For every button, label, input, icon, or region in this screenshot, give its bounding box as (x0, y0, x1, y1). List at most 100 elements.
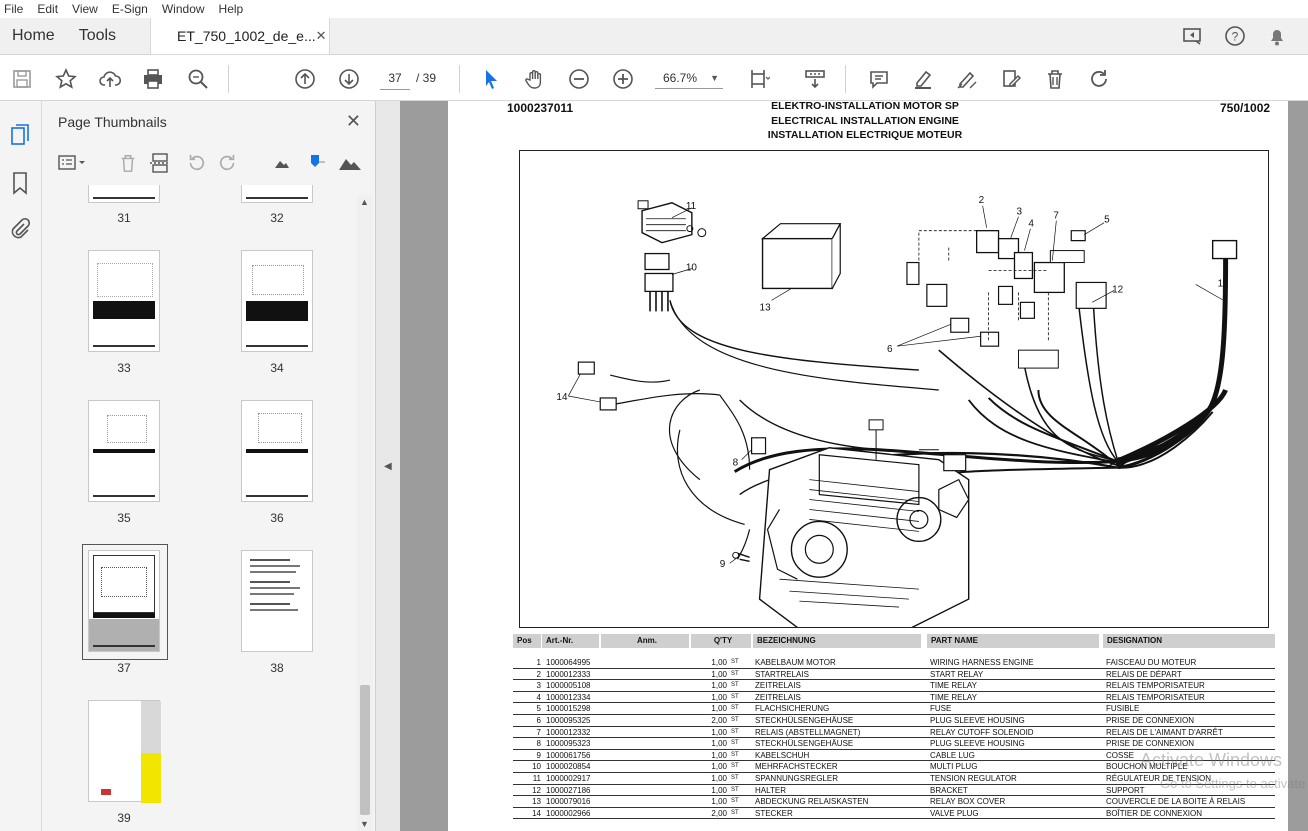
cell-art: 1000002966 (546, 808, 591, 818)
cell-fr: RÉGULATEUR DE TENSION (1106, 774, 1212, 783)
thumbnail-page-37[interactable] (88, 550, 160, 652)
upload-cloud-icon[interactable] (97, 66, 123, 92)
cell-art: 1000020854 (546, 762, 591, 772)
cell-fr: BOUCHON MULTIPLE (1106, 762, 1188, 772)
thumbnail-size-slider[interactable] (304, 151, 328, 175)
previous-page-icon[interactable] (292, 66, 318, 92)
bell-icon[interactable] (1266, 25, 1288, 47)
svg-text:?: ? (1232, 30, 1239, 44)
find-zoom-icon[interactable] (185, 66, 211, 92)
thumbnail-page-34[interactable] (241, 250, 313, 352)
select-cursor-icon[interactable] (478, 66, 504, 92)
cell-pos: 10 (532, 762, 541, 772)
scrollbar-thumb[interactable] (360, 685, 370, 815)
thumbnail-page-39[interactable] (88, 700, 161, 803)
large-thumbnails-icon[interactable] (338, 151, 362, 175)
menu-help[interactable]: Help (218, 2, 244, 16)
comment-icon[interactable] (866, 66, 892, 92)
share-screen-icon[interactable] (1182, 25, 1204, 47)
cell-unit: ST (731, 659, 739, 665)
scroll-up-icon[interactable]: ▲ (360, 197, 369, 207)
page-thumbnails-icon[interactable] (9, 123, 31, 145)
rotate-left-icon[interactable] (184, 151, 208, 175)
menu-edit[interactable]: Edit (37, 2, 59, 16)
thumbnail-page-36[interactable] (241, 400, 313, 502)
cell-art: 1000079016 (546, 797, 591, 807)
cell-art: 1000015298 (546, 704, 591, 714)
cell-de: ABDECKUNG RELAISKASTEN (755, 797, 869, 807)
cell-pos: 6 (536, 716, 541, 725)
cell-unit: ST (731, 763, 739, 770)
thumbnail-label-32: 32 (270, 211, 284, 225)
next-page-icon[interactable] (336, 66, 362, 92)
cell-en: FUSE (930, 704, 952, 714)
highlight-pen-icon[interactable] (910, 66, 936, 92)
thumbnail-toolbar (56, 151, 366, 177)
callout-11: 11 (686, 201, 697, 212)
tab-document[interactable]: ET_750_1002_de_e... ✕ (150, 18, 331, 54)
cell-art: 1000012333 (546, 669, 591, 679)
header-qty: Q'TY (691, 634, 751, 648)
cell-pos: 5 (536, 704, 541, 714)
zoom-out-icon[interactable] (566, 66, 592, 92)
attachments-paperclip-icon[interactable] (9, 217, 31, 239)
menu-window[interactable]: Window (161, 2, 205, 16)
scroll-mode-icon[interactable] (802, 66, 828, 92)
header-art-nr: Art.-Nr. (542, 634, 599, 648)
menu-view[interactable]: View (72, 2, 98, 16)
thumbnail-page-31[interactable] (88, 185, 160, 203)
cell-fr: RELAIS DE DÉPART (1106, 669, 1182, 679)
thumbnail-page-38[interactable] (241, 550, 313, 652)
cell-en: VALVE PLUG (930, 808, 979, 818)
options-menu-icon[interactable] (56, 151, 90, 175)
draw-sign-icon[interactable] (954, 66, 980, 92)
callout-8: 8 (733, 458, 739, 469)
tab-tools[interactable]: Tools (78, 27, 117, 44)
title-french: INSTALLATION ELECTRIQUE MOTEUR (767, 129, 963, 141)
rotate-icon[interactable] (1086, 66, 1112, 92)
cell-fr: SUPPORT (1106, 785, 1145, 795)
selected-thumbnail-frame (82, 544, 168, 660)
insert-page-icon[interactable] (148, 151, 172, 175)
cell-en: CABLE LUG (930, 750, 975, 760)
tab-home[interactable]: Home (12, 27, 55, 44)
cell-unit: ST (731, 775, 739, 781)
thumbnail-scrollbar[interactable]: ▲ ▼ (357, 195, 373, 831)
scroll-down-icon[interactable]: ▼ (360, 819, 369, 829)
zoom-select[interactable]: 66.7% ▼ (655, 67, 723, 89)
zoom-in-icon[interactable] (610, 66, 636, 92)
bookmarks-icon[interactable] (9, 171, 31, 195)
rotate-right-icon[interactable] (216, 151, 240, 175)
header-part-name: PART NAME (927, 634, 1099, 648)
cell-qty: 1,00 (711, 750, 727, 760)
delete-icon[interactable] (1042, 66, 1068, 92)
parts-table-header: Pos Art.-Nr. Anm. Q'TY BEZEICHNUNG PART … (513, 634, 1275, 648)
delete-page-icon[interactable] (116, 151, 140, 175)
edit-pdf-icon[interactable] (998, 66, 1024, 92)
menu-esign[interactable]: E-Sign (111, 2, 148, 16)
help-icon[interactable]: ? (1224, 25, 1246, 47)
thumbnail-page-33[interactable] (88, 250, 160, 352)
cell-fr: COSSE (1106, 750, 1135, 760)
bookmark-star-icon[interactable] (53, 66, 79, 92)
document-version: 750/1002 (1220, 101, 1271, 115)
page-fit-icon[interactable] (746, 66, 772, 92)
panel-title: Page Thumbnails (58, 114, 167, 130)
cell-art: 1000012334 (546, 692, 591, 702)
print-icon[interactable] (140, 66, 166, 92)
menu-file[interactable]: File (4, 2, 24, 16)
collapse-arrow-icon: ◀ (384, 461, 392, 472)
hand-tool-icon[interactable] (522, 66, 548, 92)
small-thumbnails-icon[interactable] (270, 151, 294, 175)
page-number-input[interactable] (380, 66, 410, 90)
close-panel-icon[interactable]: ✕ (345, 111, 361, 131)
close-tab-icon[interactable]: ✕ (315, 28, 327, 43)
thumbnail-page-35[interactable] (88, 400, 160, 502)
thumbnail-page-32[interactable] (241, 185, 313, 203)
collapse-panel-handle[interactable]: ◀ (376, 101, 400, 831)
save-icon[interactable] (9, 66, 35, 92)
